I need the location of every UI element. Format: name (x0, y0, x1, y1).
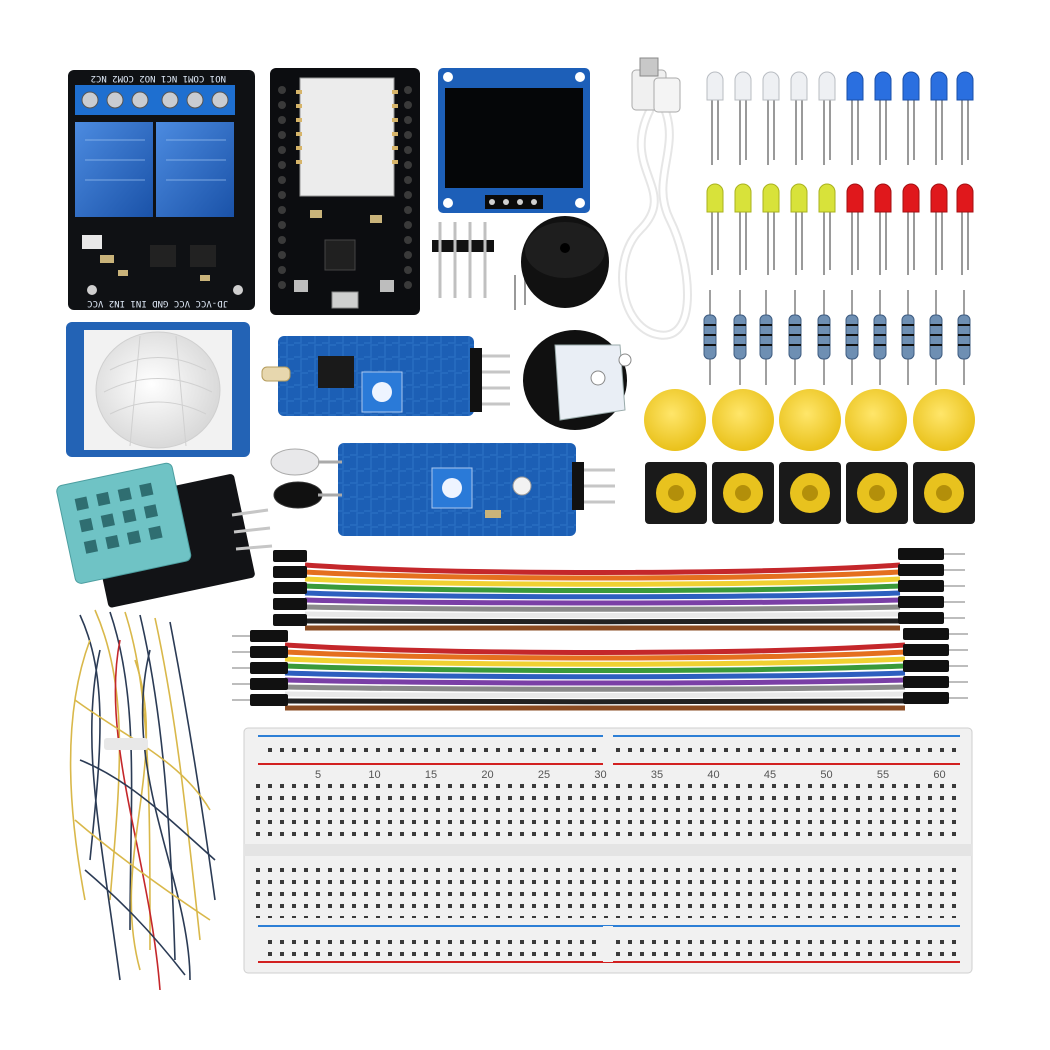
oled-screen (445, 88, 583, 188)
pir-motion-sensor (66, 322, 250, 457)
esp32-module-shield (299, 77, 395, 197)
led-clear (706, 71, 836, 165)
tactile-switch (779, 462, 841, 524)
light-sensor-module (261, 336, 510, 416)
button-cap (913, 389, 975, 451)
breadboard-column-number: 25 (538, 769, 550, 781)
breadboard-column-number: 50 (820, 769, 832, 781)
buzzer (514, 216, 609, 310)
breadboard-column-number: 30 (594, 769, 606, 781)
esp32-board (270, 68, 420, 315)
breadboard-terminal-strip-bottom (256, 860, 962, 918)
breadboard-column-number: 60 (933, 769, 945, 781)
oled-display (438, 68, 590, 213)
tactile-switch (913, 462, 975, 524)
wire-tie (104, 738, 148, 750)
breadboard-column-numbers: 5 10 15 20 25 30 35 40 45 50 55 60 (315, 769, 946, 781)
tactile-switch (712, 462, 774, 524)
breadboard-column-number: 15 (425, 769, 437, 781)
pir-dome (95, 331, 221, 449)
usb-connector-micro (653, 77, 681, 113)
breadboard-column-number: 40 (707, 769, 719, 781)
breadboard-column-number: 55 (877, 769, 889, 781)
breadboard-column-number: 45 (764, 769, 776, 781)
breadboard: 5 10 15 20 25 30 35 40 45 50 55 60 (243, 727, 973, 974)
dupont-jumper-ribbon-1 (273, 548, 965, 631)
button-cap (644, 389, 706, 451)
led-row-yellow-red (706, 183, 974, 275)
tactile-switch (645, 462, 707, 524)
relay-terminal-labels: NO1 COM1 NC1 NO2 COM2 NC2 (91, 73, 226, 83)
dupont-jumper-ribbon-2 (232, 628, 968, 711)
dht11-housing (56, 462, 192, 584)
relay-2 (156, 122, 234, 217)
relay-module: NO1 COM1 NC1 NO2 COM2 NC2 JD-VCC VCC GND… (68, 70, 255, 310)
button-cap-row (644, 389, 975, 451)
esp32-usb-port (331, 291, 359, 309)
button-cap (845, 389, 907, 451)
breadboard-column-number: 10 (368, 769, 380, 781)
breadboard-column-number: 20 (481, 769, 493, 781)
breadboard-column-number: 35 (651, 769, 663, 781)
breadboard-terminal-strip-top (256, 782, 962, 840)
jumper-wire-bundle (69, 609, 216, 991)
ir-obstacle-sensor (270, 443, 615, 536)
relay-pin-labels: JD-VCC VCC GND IN1 IN2 VCC (87, 298, 228, 308)
breadboard-column-number: 5 (315, 769, 321, 781)
resistor-row (703, 290, 971, 385)
led-yellow (706, 183, 836, 275)
tactile-switch (846, 462, 908, 524)
usb-cable (618, 57, 692, 340)
relay-1 (75, 122, 153, 217)
button-cap (779, 389, 841, 451)
pin-header (432, 222, 494, 298)
tactile-switch-row (645, 462, 975, 524)
led-row-white-blue (706, 71, 974, 165)
led-blue (846, 71, 974, 165)
led-red (846, 183, 974, 275)
button-cap (712, 389, 774, 451)
dht11-sensor (56, 462, 273, 608)
passive-buzzer (523, 330, 632, 430)
